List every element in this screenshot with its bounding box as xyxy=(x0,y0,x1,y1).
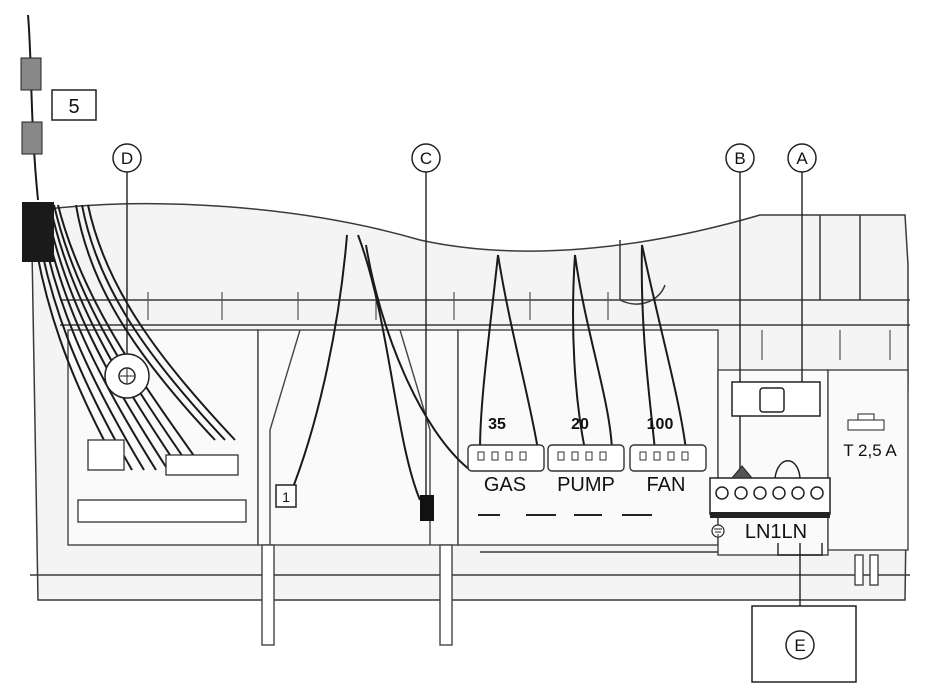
callout-d-label: D xyxy=(121,149,133,168)
pump-label: PUMP xyxy=(557,474,615,496)
main-connector xyxy=(77,439,247,523)
inner-panels xyxy=(67,329,909,556)
marker-one-label: 1 xyxy=(282,489,290,505)
callout-d: D xyxy=(112,143,142,173)
terminal-strip xyxy=(709,460,831,518)
gas-value: 35 xyxy=(488,416,506,433)
bundle-sleeve xyxy=(22,202,54,262)
callout-b-label: B xyxy=(734,149,745,168)
ground-icon xyxy=(711,524,725,538)
terminal-label: LN1LN xyxy=(745,521,807,543)
callout-e-label: E xyxy=(794,636,805,655)
callout-b: B xyxy=(725,143,755,173)
callout-c: C xyxy=(411,143,441,173)
fuse-holder-a xyxy=(731,381,821,417)
callout-five: 5 xyxy=(51,89,97,121)
left-wire-bundle xyxy=(29,204,236,471)
callout-a-label: A xyxy=(796,149,808,168)
gas-label: GAS xyxy=(484,474,526,496)
callout-lines xyxy=(126,172,823,608)
screw xyxy=(104,353,150,399)
fuse-label: T 2,5 A xyxy=(843,441,897,460)
connector-wires xyxy=(289,234,687,501)
top-left-cable xyxy=(20,14,43,201)
callout-c-label: C xyxy=(420,149,432,168)
fan-value: 100 xyxy=(647,416,674,433)
callout-e: E xyxy=(751,605,857,683)
marker-one-box xyxy=(275,484,297,508)
connector-pins xyxy=(477,451,689,461)
callout-a: A xyxy=(787,143,817,173)
fuse xyxy=(847,413,885,431)
callout-five-label: 5 xyxy=(68,96,79,118)
fan-label: FAN xyxy=(647,474,686,496)
board-legs xyxy=(261,544,879,646)
pump-value: 20 xyxy=(571,416,589,433)
connector-c-part xyxy=(420,495,434,521)
